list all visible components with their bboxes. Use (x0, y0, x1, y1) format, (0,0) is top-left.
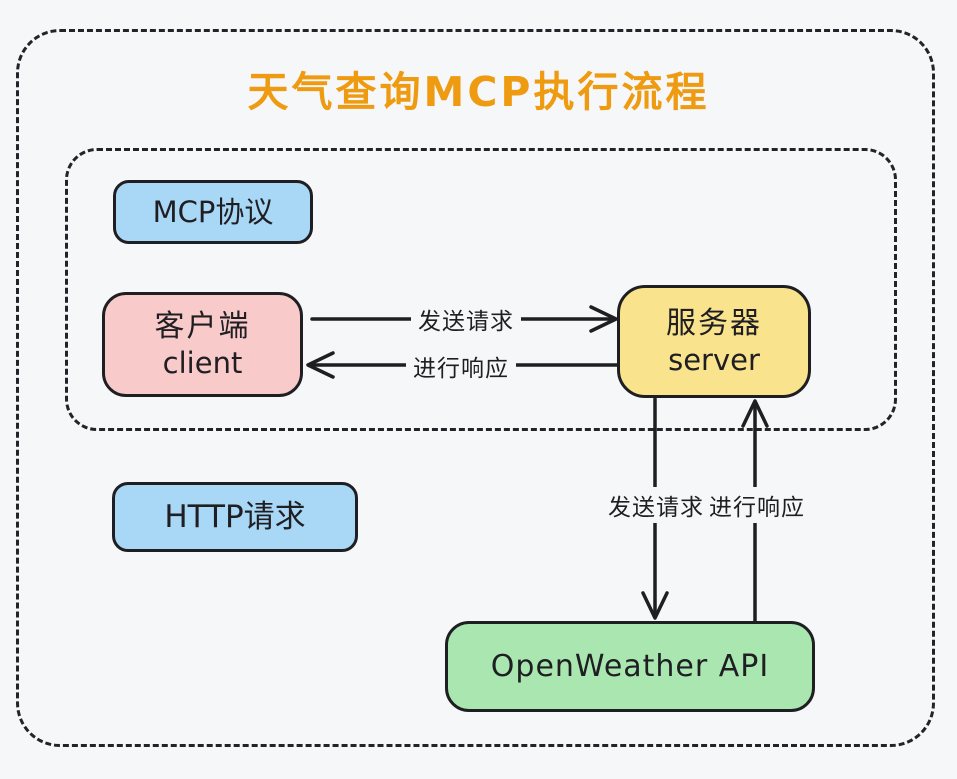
node-server-label-zh: 服务器 (666, 305, 762, 341)
node-client: 客户端 client (102, 292, 303, 397)
node-mcp-protocol: MCP协议 (113, 180, 313, 244)
node-client-label-zh: 客户端 (154, 308, 251, 344)
edge-label-send-request-horizontal: 发送请求 (411, 301, 521, 337)
edge-label-response-horizontal: 进行响应 (406, 348, 516, 384)
node-openweather-api-label: OpenWeather API (490, 648, 770, 684)
node-http-request-label: HTTP请求 (164, 498, 306, 535)
edge-label-response-vertical: 进行响应 (702, 487, 812, 523)
diagram-title: 天气查询MCP执行流程 (247, 68, 710, 116)
edge-label-send-request-vertical: 发送请求 (601, 487, 711, 523)
node-mcp-protocol-label: MCP协议 (152, 194, 274, 229)
node-server: 服务器 server (617, 285, 811, 398)
node-server-label-en: server (668, 343, 760, 378)
node-client-label-en: client (162, 346, 243, 381)
node-http-request: HTTP请求 (112, 482, 358, 552)
node-openweather-api: OpenWeather API (445, 621, 815, 712)
mcp-protocol-dashed-frame (65, 148, 897, 431)
outer-dashed-frame (16, 29, 935, 747)
